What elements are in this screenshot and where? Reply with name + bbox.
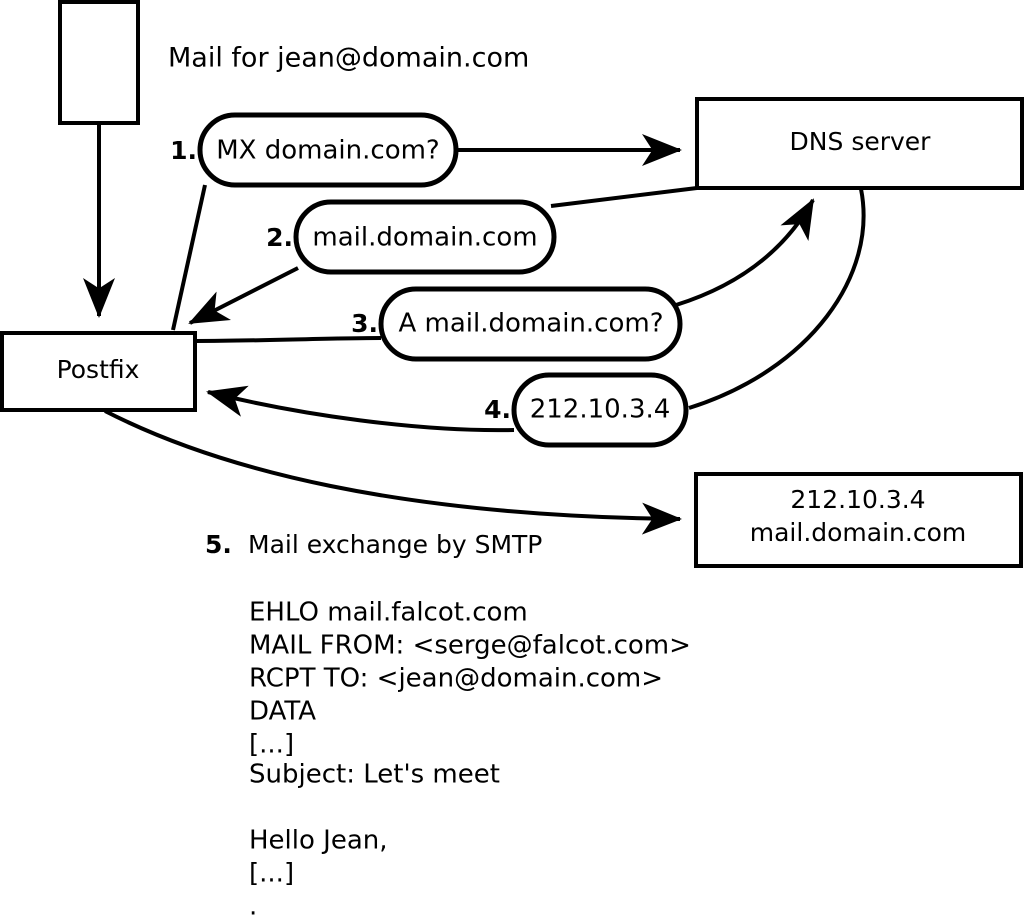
step-5-number: 5. (205, 530, 232, 559)
node-postfix-label: Postfix (57, 355, 140, 384)
transcript-line: EHLO mail.falcot.com (249, 598, 528, 628)
step-3-number: 3. (351, 309, 378, 338)
bubble-4-label: 212.10.3.4 (530, 395, 671, 425)
step-5-label: Mail exchange by SMTP (248, 530, 542, 559)
step-1-number: 1. (170, 136, 197, 165)
node-sender-box (58, 0, 140, 125)
diagram-title: Mail for jean@domain.com (168, 43, 529, 74)
node-dns-box (695, 97, 1024, 190)
edge-bubble3-to-dns (675, 198, 815, 307)
transcript-line: [...] (249, 859, 294, 889)
transcript-line: . (249, 892, 257, 919)
bubble-2-label: mail.domain.com (312, 223, 537, 253)
transcript-line: Subject: Let's meet (249, 760, 500, 790)
transcript-line: MAIL FROM: <serge@falcot.com> (249, 631, 691, 661)
transcript-line: RCPT TO: <jean@domain.com> (249, 664, 663, 694)
transcript-line: [...] (249, 730, 294, 760)
node-target-ip-label: 212.10.3.4 (790, 485, 925, 514)
transcript-line: Hello Jean, (249, 826, 388, 856)
bubble-1-label: MX domain.com? (216, 136, 439, 166)
bubble-1-shape (197, 112, 459, 188)
step-2-number: 2. (266, 223, 293, 252)
edge-postfix-to-bubble3 (195, 336, 382, 343)
edge-dns-to-bubble4 (688, 188, 866, 410)
bubble-2-shape (293, 199, 557, 275)
bubble-3-label: A mail.domain.com? (399, 309, 664, 339)
edge-postfix-to-target (104, 409, 682, 535)
node-target-host-label: mail.domain.com (750, 518, 966, 547)
bubble-3-shape (378, 286, 683, 362)
node-dns-label: DNS server (790, 127, 932, 156)
smtp-transcript: EHLO mail.falcot.com MAIL FROM: <serge@f… (249, 598, 691, 919)
edge-bubble2-to-postfix (188, 266, 299, 325)
edge-dns-to-bubble2 (550, 186, 698, 208)
edge-postfix-to-bubble1 (171, 184, 207, 331)
transcript-line: DATA (249, 697, 316, 727)
step-4-number: 4. (484, 395, 511, 424)
bubble-4-shape (511, 372, 689, 448)
node-target-box (694, 472, 1023, 568)
edge-bubble4-to-postfix (206, 385, 515, 433)
node-postfix-box (0, 331, 197, 412)
